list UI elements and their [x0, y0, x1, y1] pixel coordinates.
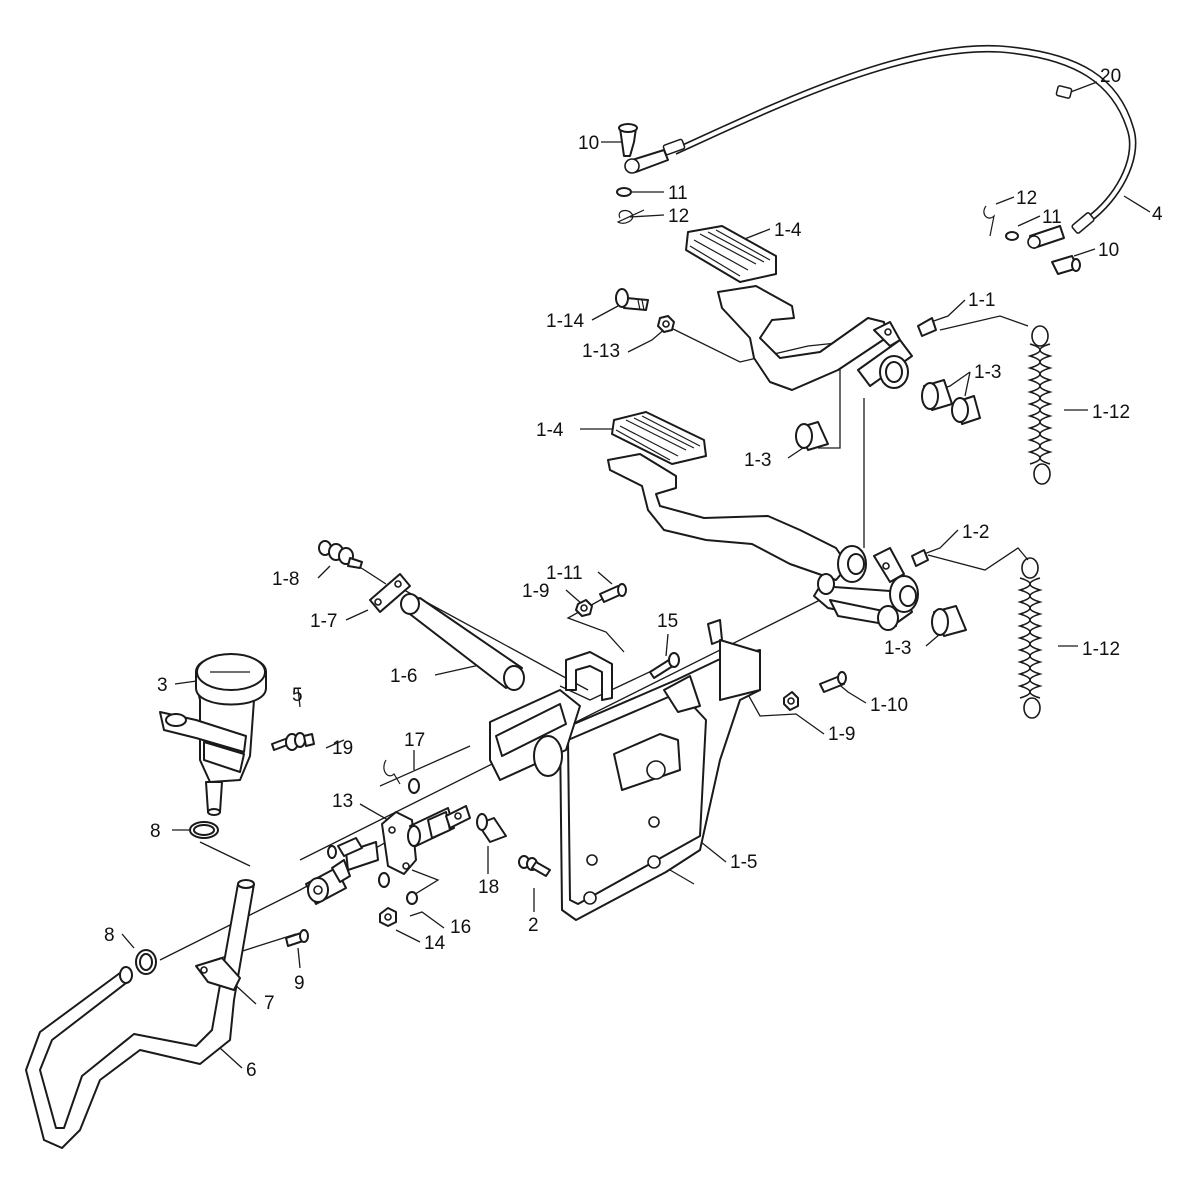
fluid-reservoir: [159, 653, 267, 816]
callout-c11b: 11: [1042, 207, 1062, 228]
callout-c15: 15: [657, 611, 678, 632]
callout-c7: 7: [264, 993, 275, 1014]
bolt-2: [518, 855, 551, 877]
callout-c10a: 10: [578, 133, 599, 154]
callout-c5: 5: [292, 685, 303, 706]
bushing-lower: [931, 605, 967, 637]
bolt-1-11: [599, 583, 627, 603]
callout-c18: 18: [478, 877, 499, 898]
screw-9: [285, 929, 309, 947]
lower-pedal-arm: [607, 453, 929, 631]
callout-c12b: 12: [1016, 188, 1037, 209]
callout-c2: 2: [528, 915, 539, 936]
callout-c16: 16: [450, 917, 471, 938]
upper-pedal-pad: [685, 225, 777, 283]
lower-pedal-pad: [611, 411, 707, 465]
bolt-1-10: [819, 671, 847, 693]
callout-c1-12b: 1-12: [1082, 639, 1120, 660]
callout-c1-7: 1-7: [310, 611, 337, 632]
plate-1-7: [369, 573, 411, 613]
callout-c1-9b: 1-9: [828, 724, 855, 745]
callout-c1-2: 1-2: [962, 522, 989, 543]
callout-c14: 14: [424, 933, 446, 954]
bushing-mid: [795, 421, 829, 451]
hose-clamp-upper: [189, 821, 219, 839]
cable-clevis-right: [983, 205, 1081, 275]
callout-c1-11: 1-11: [546, 563, 583, 584]
nut-1-9-lower: [783, 691, 799, 711]
screw-5: [271, 732, 315, 751]
callout-c6: 6: [246, 1060, 257, 1081]
nut-14: [379, 907, 397, 927]
callout-c1-12a: 1-12: [1092, 402, 1130, 423]
callout-c1-8: 1-8: [272, 569, 299, 590]
callout-c1-9a: 1-9: [522, 581, 549, 602]
fluid-hose: [25, 879, 255, 1149]
callout-c11a: 11: [668, 183, 688, 204]
clevis-pin-18: [476, 813, 507, 843]
nut-1-9-upper: [575, 599, 593, 617]
upper-pedal-arm: [717, 285, 937, 391]
callout-c1-3a: 1-3: [974, 362, 1001, 383]
callout-c3: 3: [157, 675, 168, 696]
master-cylinder: [305, 805, 471, 905]
cable-clevis-left: [616, 123, 669, 224]
callout-c13: 13: [332, 791, 353, 812]
callout-c20: 20: [1100, 66, 1121, 87]
callout-c1-4b: 1-4: [536, 420, 564, 441]
callout-c1-3c: 1-3: [884, 638, 911, 659]
callout-c19: 19: [332, 738, 353, 759]
hose-clamp-lower: [135, 949, 157, 975]
callout-c9: 9: [294, 973, 305, 994]
callout-c17: 17: [404, 730, 425, 751]
bolt-set-1-8: [318, 540, 363, 569]
callout-c1-6: 1-6: [390, 666, 417, 687]
callout-c1-3b: 1-3: [744, 450, 771, 471]
bushings-upper: [921, 379, 981, 425]
callout-c12a: 12: [668, 206, 689, 227]
callout-c1-10: 1-10: [870, 695, 908, 716]
return-spring-lower: [1017, 557, 1043, 719]
shaft-1-6: [400, 593, 525, 691]
callout-c8b: 8: [104, 925, 115, 946]
callout-c10b: 10: [1098, 240, 1119, 261]
hose-clip-7: [195, 957, 241, 991]
callout-c4: 4: [1152, 204, 1163, 225]
pedal-bracket-1-5: [489, 619, 761, 921]
callout-c8a: 8: [150, 821, 161, 842]
return-spring-upper: [1027, 325, 1053, 485]
washer-16: [406, 891, 418, 905]
callout-c1-4a: 1-4: [774, 220, 802, 241]
bolt-15: [649, 652, 680, 679]
callout-c1-1: 1-1: [968, 290, 995, 311]
bolt-nut-upper: [615, 288, 675, 333]
brake-cable: [662, 44, 1137, 234]
callout-c1-14: 1-14: [546, 311, 584, 332]
washer-17: [408, 778, 420, 794]
pin-19: [383, 759, 401, 785]
callout-c1-13: 1-13: [582, 341, 620, 362]
callout-c1-5: 1-5: [730, 852, 757, 873]
